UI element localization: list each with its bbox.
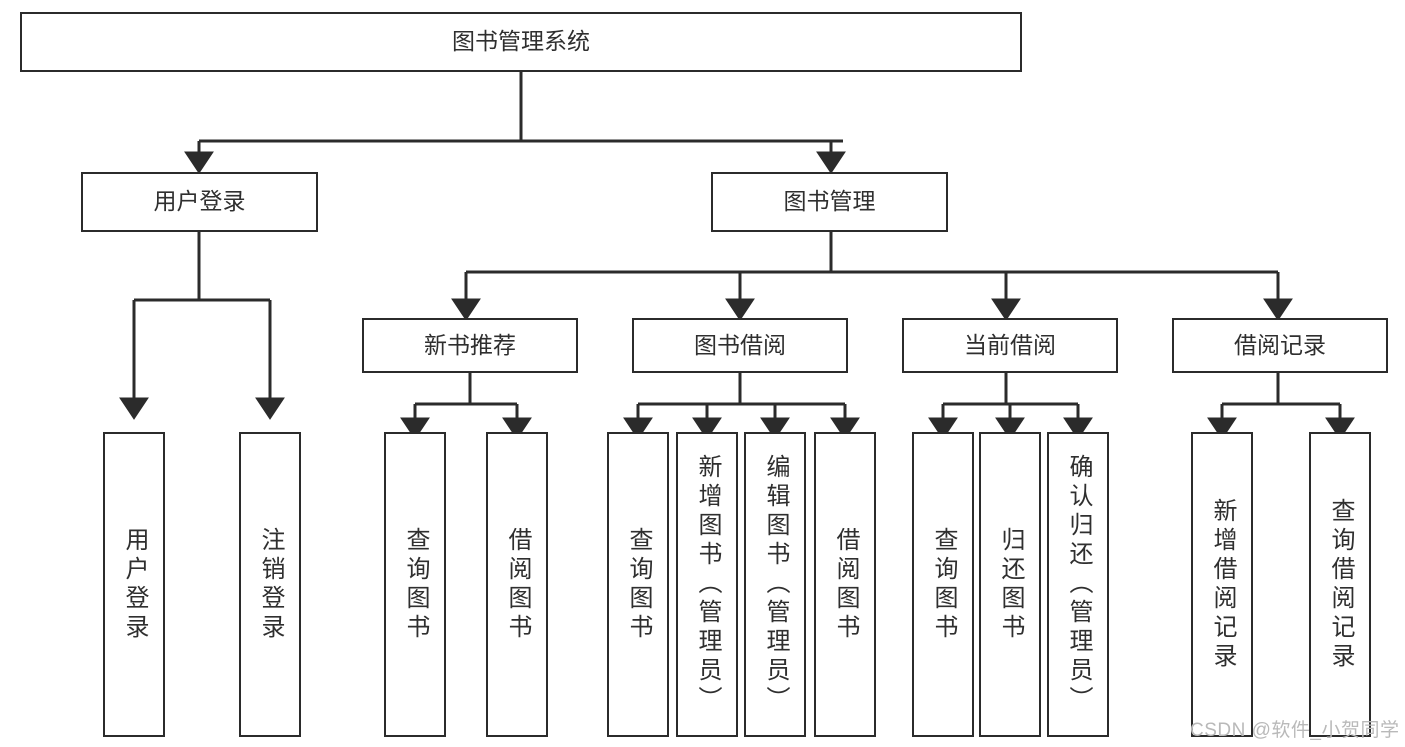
leaf-bb-edit-book-admin[interactable]: 编辑图书（管理员）	[744, 432, 806, 737]
leaf-nb-borrow-book[interactable]: 借阅图书	[486, 432, 548, 737]
node-borrow-record[interactable]: 借阅记录	[1172, 318, 1388, 373]
node-root-system[interactable]: 图书管理系统	[20, 12, 1022, 72]
node-book-management[interactable]: 图书管理	[711, 172, 948, 232]
node-current-borrow[interactable]: 当前借阅	[902, 318, 1118, 373]
watermark-text: CSDN @软件_小贺同学	[1190, 720, 1400, 741]
leaf-bb-borrow-book[interactable]: 借阅图书	[814, 432, 876, 737]
node-label: 查询图书	[930, 526, 957, 643]
leaf-user-login[interactable]: 用户登录	[103, 432, 165, 737]
node-label: 查询借阅记录	[1327, 497, 1354, 672]
node-label: 查询图书	[625, 526, 652, 643]
leaf-cb-query-book[interactable]: 查询图书	[912, 432, 974, 737]
node-label: 新增借阅记录	[1209, 497, 1236, 672]
node-label: 注销登录	[257, 526, 284, 643]
node-label: 图书管理系统	[452, 28, 590, 55]
node-label: 查询图书	[402, 526, 429, 643]
node-label: 图书借阅	[694, 331, 786, 358]
leaf-cb-confirm-return-admin[interactable]: 确认归还（管理员）	[1047, 432, 1109, 737]
node-label: 借阅图书	[504, 526, 531, 643]
leaf-nb-query-book[interactable]: 查询图书	[384, 432, 446, 737]
node-label: 归还图书	[997, 526, 1024, 643]
node-label: 借阅图书	[832, 526, 859, 643]
node-new-book-recommend[interactable]: 新书推荐	[362, 318, 578, 373]
csdn-watermark: CSDN @软件_小贺同学	[1190, 715, 1399, 742]
leaf-bb-query-book[interactable]: 查询图书	[607, 432, 669, 737]
node-user-login[interactable]: 用户登录	[81, 172, 318, 232]
node-label: 当前借阅	[964, 331, 1056, 358]
leaf-cb-return-book[interactable]: 归还图书	[979, 432, 1041, 737]
node-label: 新增图书（管理员）	[694, 454, 721, 715]
node-label: 用户登录	[153, 188, 246, 215]
node-label: 用户登录	[121, 526, 148, 643]
leaf-logout[interactable]: 注销登录	[239, 432, 301, 737]
leaf-br-query-record[interactable]: 查询借阅记录	[1309, 432, 1371, 737]
leaf-bb-add-book-admin[interactable]: 新增图书（管理员）	[676, 432, 738, 737]
node-book-borrow[interactable]: 图书借阅	[632, 318, 848, 373]
node-label: 借阅记录	[1234, 331, 1326, 358]
leaf-br-add-record[interactable]: 新增借阅记录	[1191, 432, 1253, 737]
node-label: 新书推荐	[424, 331, 516, 358]
node-label: 编辑图书（管理员）	[762, 454, 789, 715]
node-label: 确认归还（管理员）	[1065, 454, 1092, 715]
node-label: 图书管理	[783, 188, 876, 215]
